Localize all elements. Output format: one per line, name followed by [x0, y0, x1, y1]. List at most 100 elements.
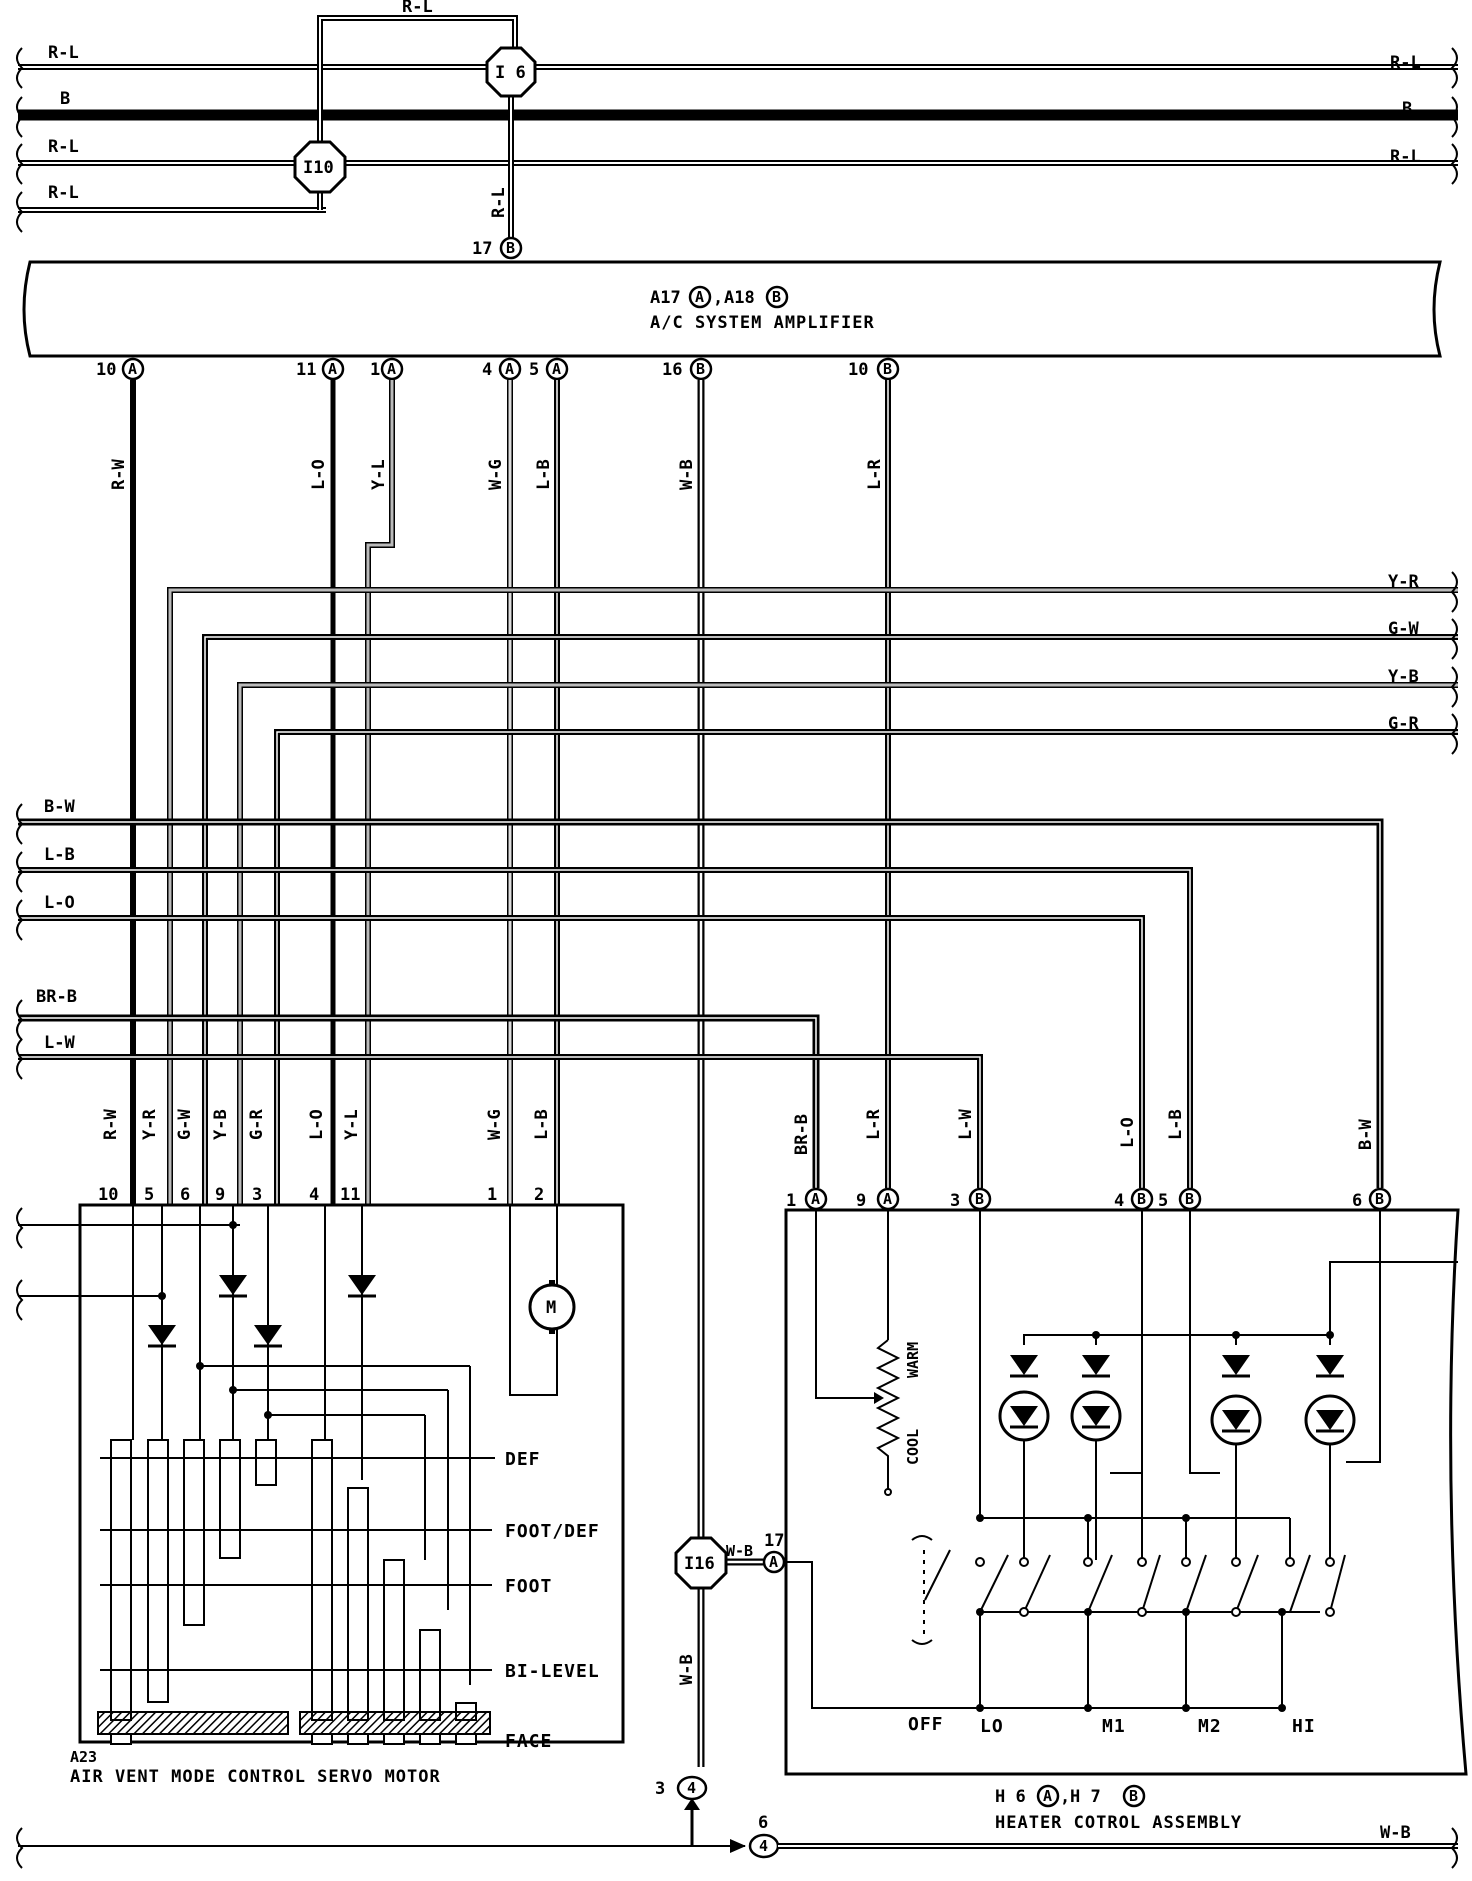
svg-text:A: A: [552, 360, 561, 378]
wire-label: B: [1402, 99, 1412, 119]
cool-label: COOL: [904, 1429, 922, 1465]
svg-text:5: 5: [1158, 1191, 1168, 1211]
lamp-hi: [1304, 1355, 1356, 1446]
top-bus: [16, 15, 1458, 238]
svg-text:3: 3: [950, 1191, 960, 1211]
svg-text:10: 10: [848, 360, 868, 380]
svg-text:1: 1: [786, 1191, 796, 1211]
mode-def: DEF: [505, 1449, 541, 1470]
svg-text:B-W: B-W: [44, 797, 75, 817]
top-bus-labels: R-L R-L B B R-L R-L R-L R-L R-L: [48, 0, 1421, 218]
svg-text:L-O: L-O: [44, 893, 75, 913]
svg-text:A17: A17: [650, 288, 681, 308]
svg-text:LO: LO: [980, 1716, 1004, 1737]
svg-text:6: 6: [758, 1813, 768, 1833]
svg-text:6: 6: [1352, 1191, 1362, 1211]
svg-text:B: B: [1137, 1190, 1146, 1208]
svg-text:B: B: [975, 1190, 984, 1208]
svg-text:M: M: [546, 1298, 556, 1318]
svg-text:R-W: R-W: [101, 1109, 121, 1140]
heater-name: HEATER COTROL ASSEMBLY: [995, 1813, 1242, 1833]
svg-text:B: B: [772, 288, 781, 306]
svg-text:3: 3: [252, 1185, 262, 1205]
wire-label: R-L: [48, 43, 79, 63]
left-wires: [16, 803, 1384, 1188]
lamp-m1: [1070, 1355, 1122, 1442]
heater-switch-dots: [975, 1331, 1335, 1712]
svg-text:L-R: L-R: [864, 1109, 884, 1140]
mode-foot-def: FOOT/DEF: [505, 1521, 600, 1542]
svg-text:6: 6: [180, 1185, 190, 1205]
wire-label: R-L: [402, 0, 433, 17]
svg-text:A: A: [1043, 1787, 1052, 1805]
svg-text:A23: A23: [70, 1748, 97, 1766]
svg-text:5: 5: [529, 360, 539, 380]
svg-text:L-W: L-W: [956, 1109, 976, 1140]
svg-text:B-W: B-W: [1356, 1119, 1376, 1150]
servo-title: A23 AIR VENT MODE CONTROL SERVO MOTOR: [70, 1748, 441, 1787]
svg-text:L-B: L-B: [44, 845, 75, 865]
heater-lamps: [998, 1355, 1356, 1446]
wire-label: R-L: [48, 137, 79, 157]
svg-text:B: B: [696, 360, 705, 378]
svg-text:A: A: [769, 1553, 778, 1571]
svg-text:G-W: G-W: [1388, 619, 1419, 639]
heater-wire-labels: BR-B L-R L-W L-O L-B B-W: [792, 1109, 1376, 1155]
servo-internal: [16, 1205, 558, 1685]
svg-text:2: 2: [534, 1185, 544, 1205]
svg-text:H 7: H 7: [1070, 1787, 1101, 1807]
svg-text:I10: I10: [303, 158, 334, 178]
amp-top-pin: 17 B: [472, 236, 523, 260]
svg-text:G-R: G-R: [1388, 714, 1419, 734]
junction-i16: I16: [674, 1536, 728, 1590]
servo-wire-labels: R-W Y-R G-W Y-B G-R L-O Y-L W-G L-B: [101, 1109, 552, 1140]
svg-text:11: 11: [340, 1185, 360, 1205]
svg-text:L-B: L-B: [1166, 1109, 1186, 1140]
svg-text:L-O: L-O: [1118, 1117, 1138, 1148]
svg-text:BR-B: BR-B: [36, 987, 77, 1007]
svg-text:4: 4: [1114, 1191, 1124, 1211]
svg-text:9: 9: [856, 1191, 866, 1211]
svg-text:Y-R: Y-R: [1388, 572, 1419, 592]
svg-text:L-R: L-R: [865, 459, 885, 490]
svg-text:L-O: L-O: [309, 459, 329, 490]
svg-text:Y-B: Y-B: [211, 1109, 231, 1140]
svg-text:W-G: W-G: [486, 459, 506, 490]
svg-text:Y-L: Y-L: [342, 1109, 362, 1140]
heater-pins: 1 A 9 A 3 B 4 B 5 B 6 B: [786, 1187, 1392, 1211]
mode-face: FACE: [505, 1731, 552, 1752]
svg-text:B: B: [883, 360, 892, 378]
svg-text:A: A: [387, 360, 396, 378]
amp-drop-labels: R-W L-O Y-L W-G L-B W-B L-R: [109, 459, 885, 490]
svg-text:A18: A18: [724, 288, 755, 308]
wire-label: R-L: [1390, 147, 1421, 167]
svg-text:B: B: [506, 239, 515, 257]
wire-label: B: [60, 89, 70, 109]
junction-i6: I 6: [485, 46, 537, 98]
servo-pin-numbers: 10 5 6 9 3 4 11 1 2: [98, 1185, 544, 1205]
svg-text:Y-B: Y-B: [1388, 667, 1419, 687]
svg-text:4: 4: [482, 360, 492, 380]
svg-text:A: A: [128, 360, 137, 378]
svg-text:W-B: W-B: [677, 459, 697, 490]
servo-name: AIR VENT MODE CONTROL SERVO MOTOR: [70, 1767, 441, 1787]
heater-internal: [786, 1210, 1458, 1709]
amp-drop-wires: [130, 380, 891, 1767]
heater-side-pin: W-B 17 A: [726, 1531, 786, 1574]
svg-text:A: A: [505, 360, 514, 378]
heater-switch-labels: OFF LO M1 M2 HI: [908, 1714, 1315, 1737]
right-wire-labels: Y-R G-W Y-B G-R: [1388, 572, 1419, 734]
svg-text:L-O: L-O: [307, 1109, 327, 1140]
svg-text:G-W: G-W: [175, 1109, 195, 1140]
svg-text:,: ,: [1060, 1787, 1070, 1807]
svg-text:16: 16: [662, 360, 682, 380]
left-wire-labels: B-W L-B L-O BR-B L-W: [36, 797, 77, 1053]
svg-text:A: A: [811, 1190, 820, 1208]
servo-mode-labels: DEF FOOT/DEF FOOT BI-LEVEL FACE: [505, 1449, 600, 1752]
svg-text:I16: I16: [684, 1554, 715, 1574]
svg-text:Y-R: Y-R: [140, 1109, 160, 1140]
svg-text:4: 4: [687, 1779, 696, 1797]
svg-text:L-B: L-B: [532, 1109, 552, 1140]
svg-text:W-B: W-B: [1380, 1823, 1411, 1843]
